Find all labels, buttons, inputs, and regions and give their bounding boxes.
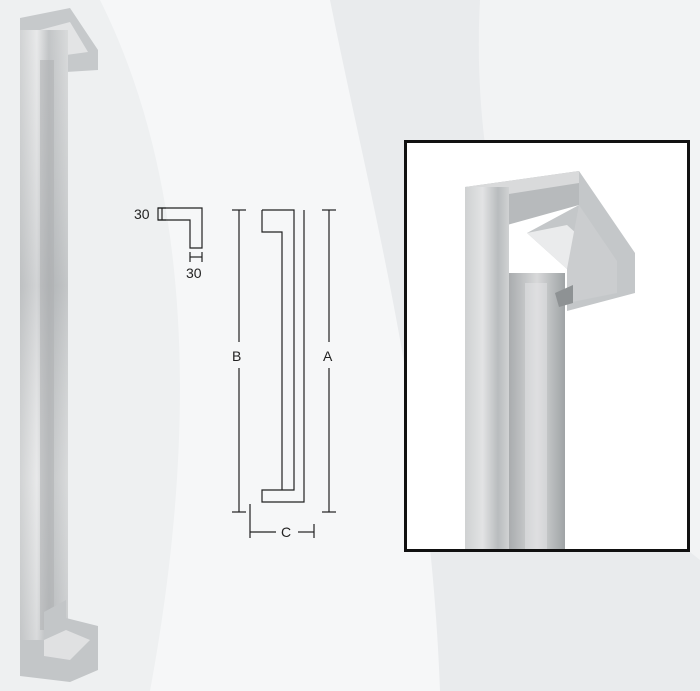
- dimension-a-label: A: [323, 348, 333, 364]
- profile-section: [157, 207, 203, 249]
- dimension-c-label: C: [281, 524, 291, 540]
- closeup-image-frame: [404, 140, 690, 552]
- closeup-handle-image: [465, 171, 635, 549]
- dimension-diagram: 30 30 B A C: [134, 206, 336, 540]
- dimension-b-label: B: [232, 348, 241, 364]
- profile-width-label: 30: [134, 206, 150, 222]
- handle-product-image: [20, 8, 98, 682]
- handle-outline: [261, 209, 305, 503]
- profile-height-label: 30: [186, 265, 202, 281]
